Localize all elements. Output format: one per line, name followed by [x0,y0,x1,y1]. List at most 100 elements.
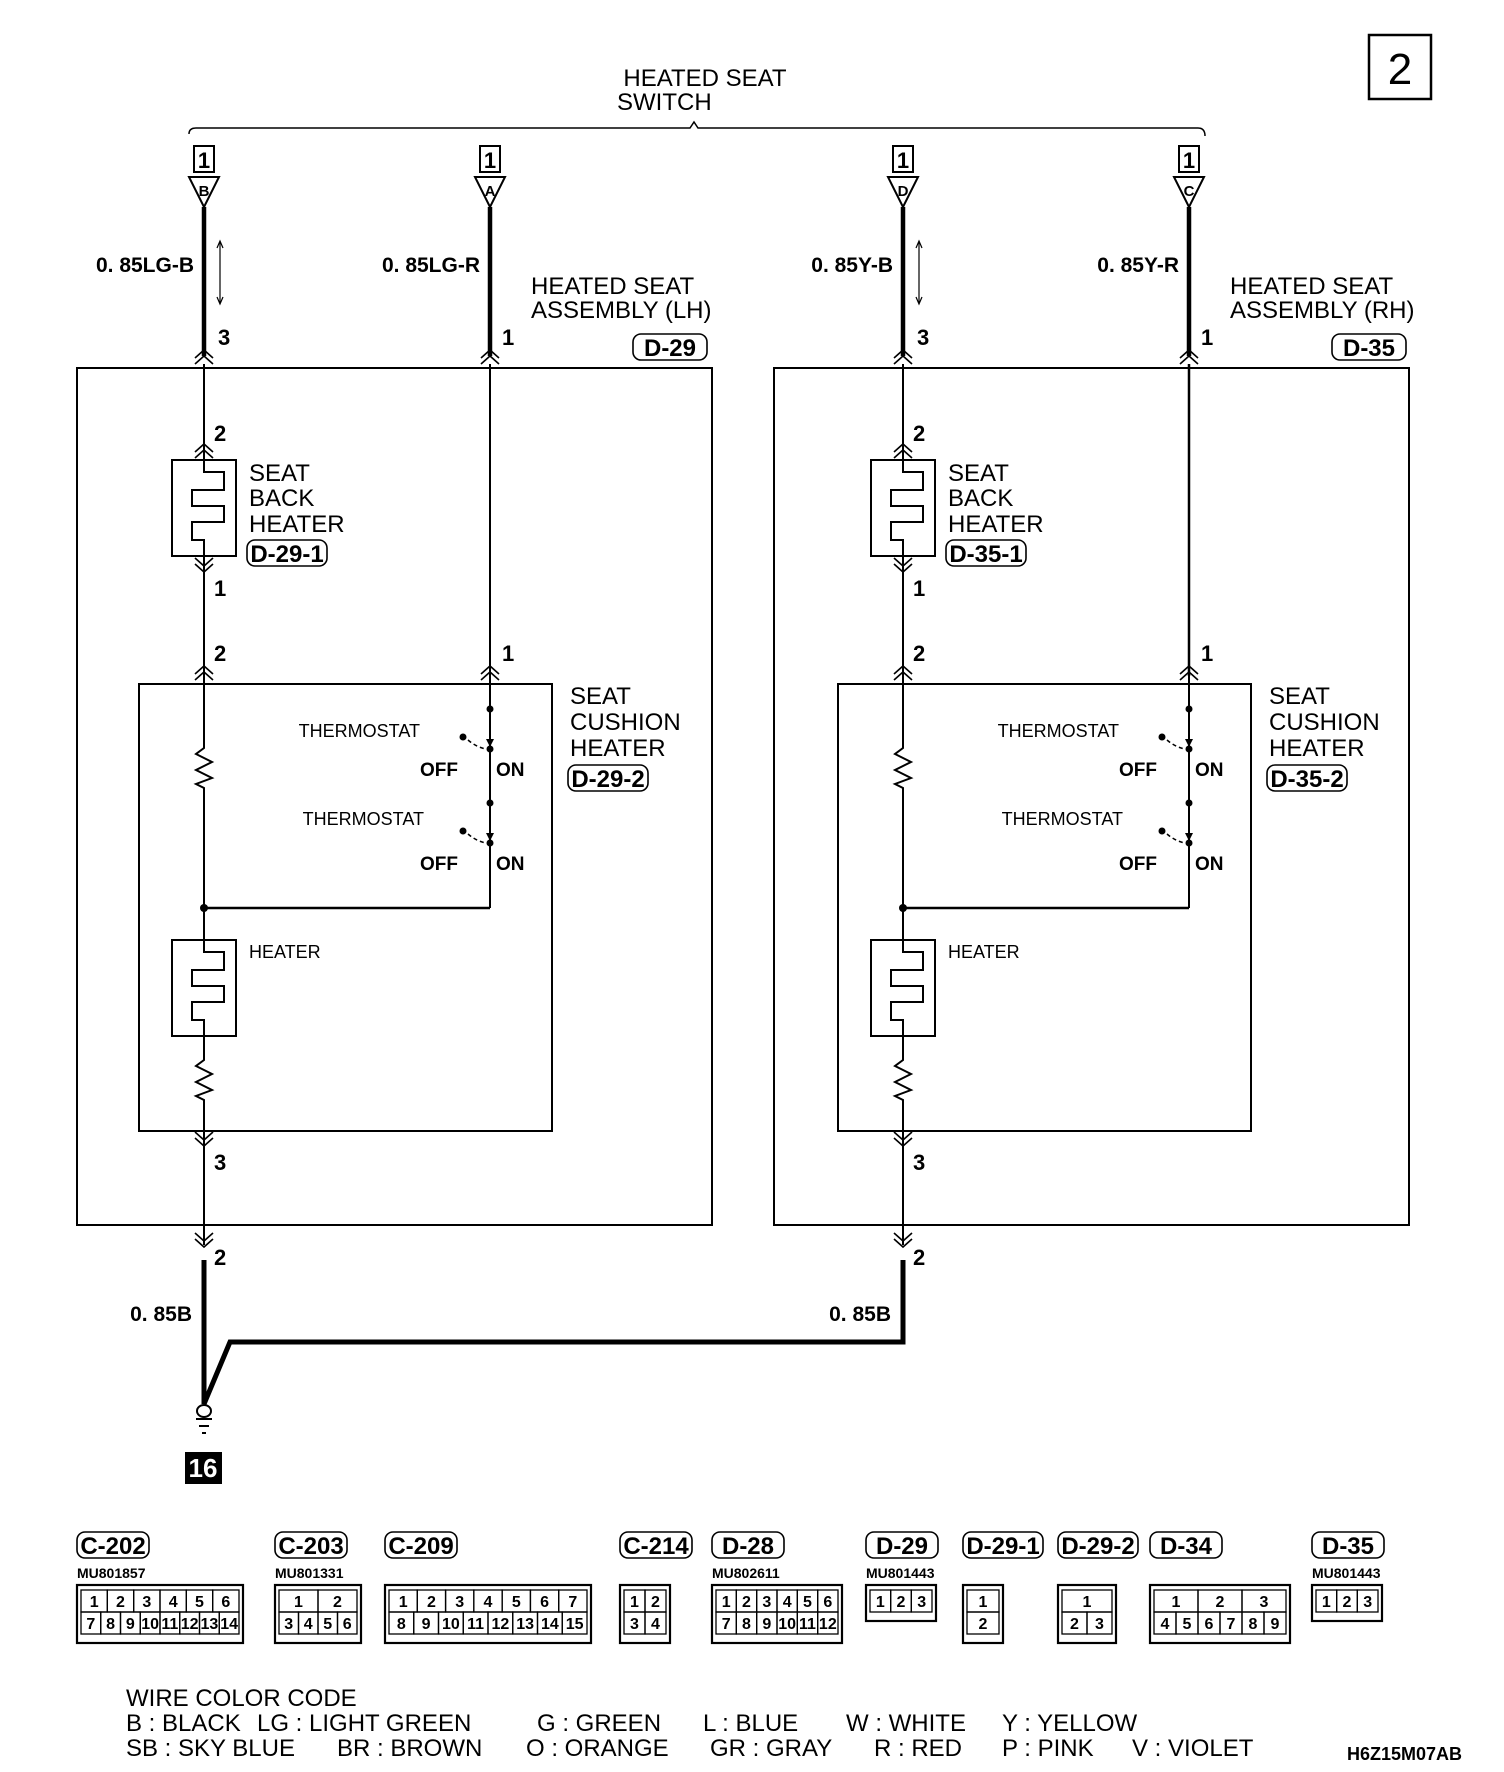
assembly-connector-tag: D-29 [632,333,708,362]
connector-pin: 3 [284,1616,293,1633]
connector-pin: 7 [86,1616,95,1633]
page-number: 2 [1388,45,1412,94]
connector-pin: 3 [455,1594,464,1611]
connector-pin: 1 [90,1594,99,1611]
cushion-heater-connector-tag-label: D-35-2 [1270,766,1343,793]
connector-pin: 2 [333,1594,342,1611]
connector-id-tag-label: D-29-1 [966,1533,1039,1560]
connector-pin: 10 [141,1616,159,1633]
cushion-heater-element-icon [171,939,237,1037]
wire-color-entry: SB : SKY BLUE [126,1735,295,1762]
pin-label: 1 [502,641,514,666]
connector-id-tag-label: D-35 [1322,1533,1374,1560]
connector-part-number: MU802611 [712,1565,780,1581]
connector-pin: 15 [566,1616,584,1633]
connector-pin: 2 [979,1616,988,1633]
terminal-pin-letter: B [199,183,210,200]
back-heater-label-2: BACK [249,485,314,512]
connector-pin: 5 [803,1594,812,1611]
connector-id-tag-label: C-214 [623,1533,689,1560]
connector-pin: 5 [1183,1616,1192,1633]
switch-terminal-b: 1B0. 85LG-B [96,145,224,356]
wire-color-entry: GR : GRAY [710,1735,832,1762]
wire-label: 0. 85Y-B [811,254,893,277]
cushion-heater-label-1: SEAT [570,683,631,710]
connector-pin: 9 [422,1616,431,1633]
wire-color-entry: Y : YELLOW [1002,1710,1138,1737]
connector-pin: 7 [568,1594,577,1611]
connector-pin: 12 [819,1616,837,1633]
connector-id-tag: D-34 [1149,1531,1223,1560]
pin-label: 1 [1201,641,1213,666]
ground-wire-label: 0. 85B [829,1303,891,1326]
back-heater-label-3: HEATER [249,511,345,538]
cushion-heater-label-2: CUSHION [570,709,681,736]
connector-pin: 2 [1343,1594,1352,1611]
connector-pin: 1 [1083,1594,1092,1611]
wire-color-entry: R : RED [874,1735,962,1762]
assembly-connector-tag-label: D-29 [644,335,696,362]
pin-label: 1 [1201,325,1213,350]
terminal-pin-letter: D [898,183,909,200]
wire-color-entry: BR : BROWN [337,1735,482,1762]
connector-pin: 1 [979,1594,988,1611]
thermostat-on-label: ON [496,760,525,781]
pin-label: 2 [913,1245,925,1270]
page-number-box: 2 [1367,33,1433,101]
connector-pin: 5 [195,1594,204,1611]
connector-pin: 4 [484,1594,493,1611]
cushion-heater-connector-tag: D-35-2 [1266,764,1348,793]
connector-pin: 1 [876,1594,885,1611]
harness-arrow-icon [915,239,923,306]
connector-pin: 1 [1322,1594,1331,1611]
connector-pin: 1 [294,1594,303,1611]
wire-color-entry: P : PINK [1002,1735,1094,1762]
connector-id-tag: D-29-2 [1057,1531,1139,1560]
connector-id-tag-label: D-28 [722,1533,774,1560]
connector-pin: 3 [1260,1594,1269,1611]
connector-pin: 9 [126,1616,135,1633]
connector-id-tag: C-202 [76,1531,150,1560]
connector-pin: 3 [762,1594,771,1611]
pin-label: 2 [214,641,226,666]
connector-pin: 2 [116,1594,125,1611]
cushion-heater-element-icon [870,939,936,1037]
ground-circuit: 16 [185,1260,906,1484]
seat-back-heater-element-icon [870,459,936,557]
connector-id-tag-label: C-203 [278,1533,343,1560]
connector-pin: 6 [540,1594,549,1611]
pin-label: 3 [917,325,929,350]
wire-label: 0. 85LG-R [382,254,480,277]
cushion-heater-connector-tag-label: D-29-2 [571,766,644,793]
terminal-pin-letter: C [1184,183,1195,200]
connector-pin: 2 [897,1594,906,1611]
connector-pin: 11 [467,1616,484,1633]
wire-color-code-title: WIRE COLOR CODE [126,1685,357,1712]
connector-pin: 6 [343,1616,352,1633]
connector-pin: 11 [161,1616,178,1633]
pin-label: 2 [214,421,226,446]
pin-label: 1 [214,576,226,601]
thermostat-label: THERMOSTAT [998,721,1119,741]
connector-id-tag-label: D-29-2 [1061,1533,1134,1560]
cushion-heater-label-1: SEAT [1269,683,1330,710]
thermostat-on-label: ON [1195,760,1224,781]
back-heater-connector-tag-label: D-35-1 [949,541,1022,568]
connector-id-tag: D-28 [711,1531,785,1560]
terminal-pin-letter: A [485,183,496,200]
connector-pin: 1 [1172,1594,1181,1611]
connector-pin: 13 [200,1616,218,1633]
connector-pin: 8 [742,1616,751,1633]
connector-pin: 2 [742,1594,751,1611]
connector-id-tag-label: D-34 [1160,1533,1213,1560]
terminal-connector-number: 1 [484,148,496,173]
connector-id-tag: D-29 [865,1531,939,1560]
switch-terminal-d: 1D0. 85Y-B [811,145,923,356]
cushion-heater-connector-tag: D-29-2 [567,764,649,793]
